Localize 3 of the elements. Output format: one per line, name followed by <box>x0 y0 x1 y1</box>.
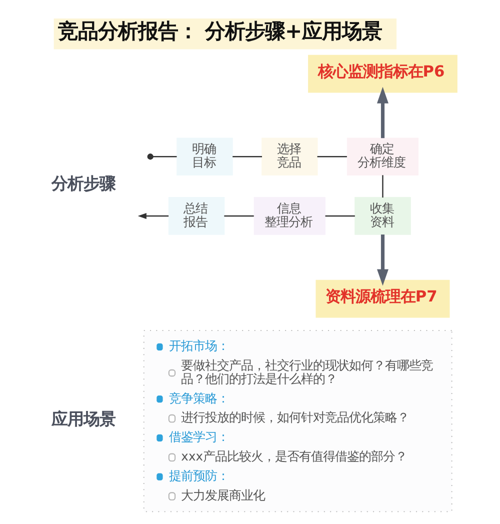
label: 分析步骤 <box>51 174 116 194</box>
label: 应用场景 <box>51 409 116 428</box>
diagram-title: 竞品分析报告： 分析步骤+应用场景 <box>58 18 382 43</box>
